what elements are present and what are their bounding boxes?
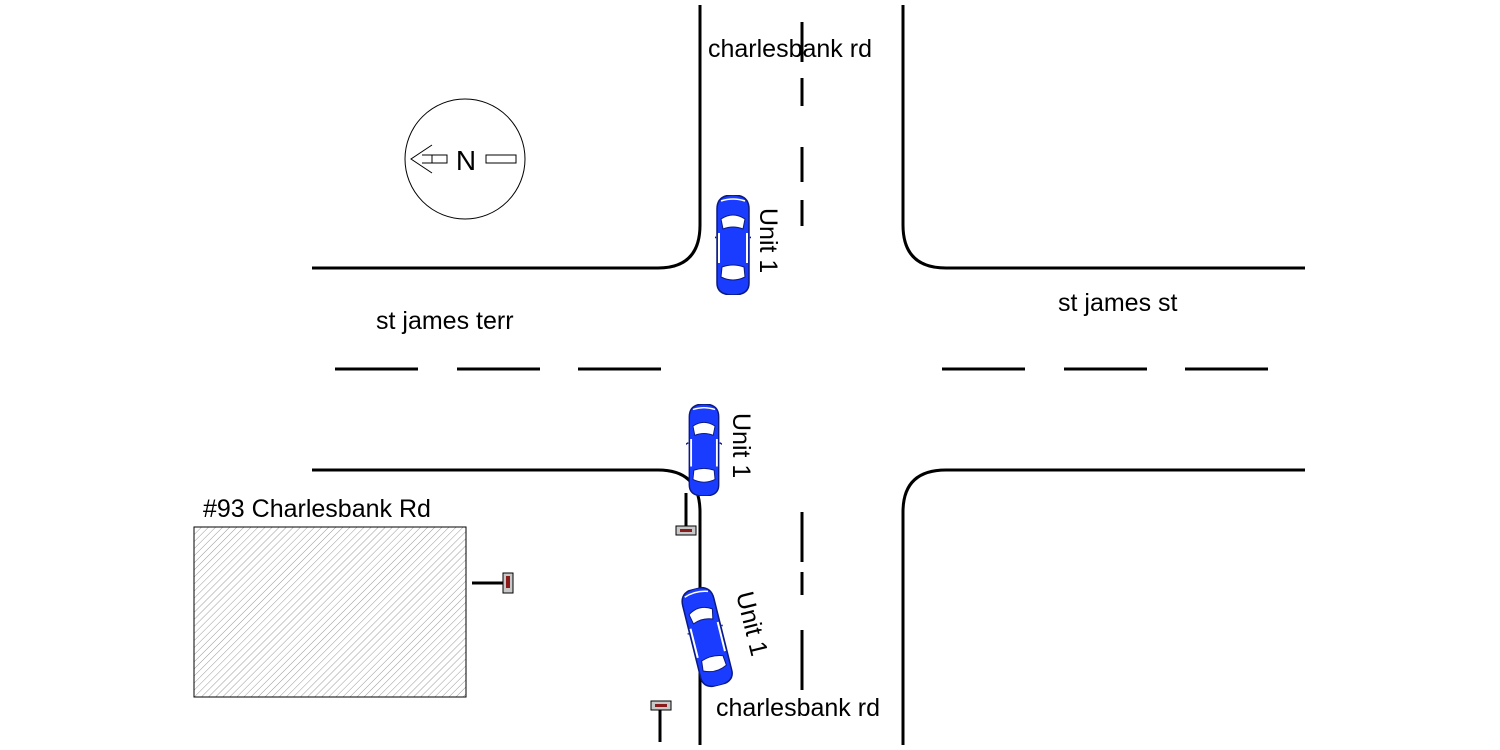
north-arrow-shaft-right xyxy=(485,154,517,164)
sign-mark xyxy=(655,704,667,707)
road-label-north: charlesbank rd xyxy=(708,35,872,63)
car-icon xyxy=(715,195,751,295)
building-icon: #93 Charlesbank Rd xyxy=(193,495,467,698)
vehicle-label: Unit 1 xyxy=(754,208,782,273)
car-icon xyxy=(677,584,737,690)
road-edge-northeast xyxy=(901,5,1305,270)
vehicle-label: Unit 1 xyxy=(727,413,755,478)
vehicle-unit-1-south: Unit 1 xyxy=(677,584,773,690)
street-sign-icon xyxy=(472,572,514,594)
road-edge-southeast xyxy=(901,468,1305,745)
north-letter: N xyxy=(456,145,476,176)
sign-mark xyxy=(506,576,510,588)
north-arrow-head xyxy=(410,144,433,174)
road-edge-northwest xyxy=(312,5,702,270)
road-label-south: charlesbank rd xyxy=(716,694,880,722)
street-sign-icon xyxy=(675,493,697,536)
vehicle-unit-1-north: Unit 1 xyxy=(715,195,782,295)
north-arrow-icon: N xyxy=(404,98,526,220)
center-lines xyxy=(335,22,1268,690)
road-label-east: st james st xyxy=(1058,289,1178,317)
building-footprint xyxy=(193,526,467,698)
north-arrow-shaft-left xyxy=(431,154,448,164)
vehicle-label: Unit 1 xyxy=(730,589,773,659)
north-arrow-circle xyxy=(404,98,526,220)
sign-mark xyxy=(680,529,692,532)
street-sign-icon xyxy=(650,700,672,742)
vehicle-unit-1-middle: Unit 1 xyxy=(686,404,755,496)
road-label-west: st james terr xyxy=(376,307,514,335)
car-icon xyxy=(686,404,722,496)
building-label: #93 Charlesbank Rd xyxy=(203,495,431,523)
